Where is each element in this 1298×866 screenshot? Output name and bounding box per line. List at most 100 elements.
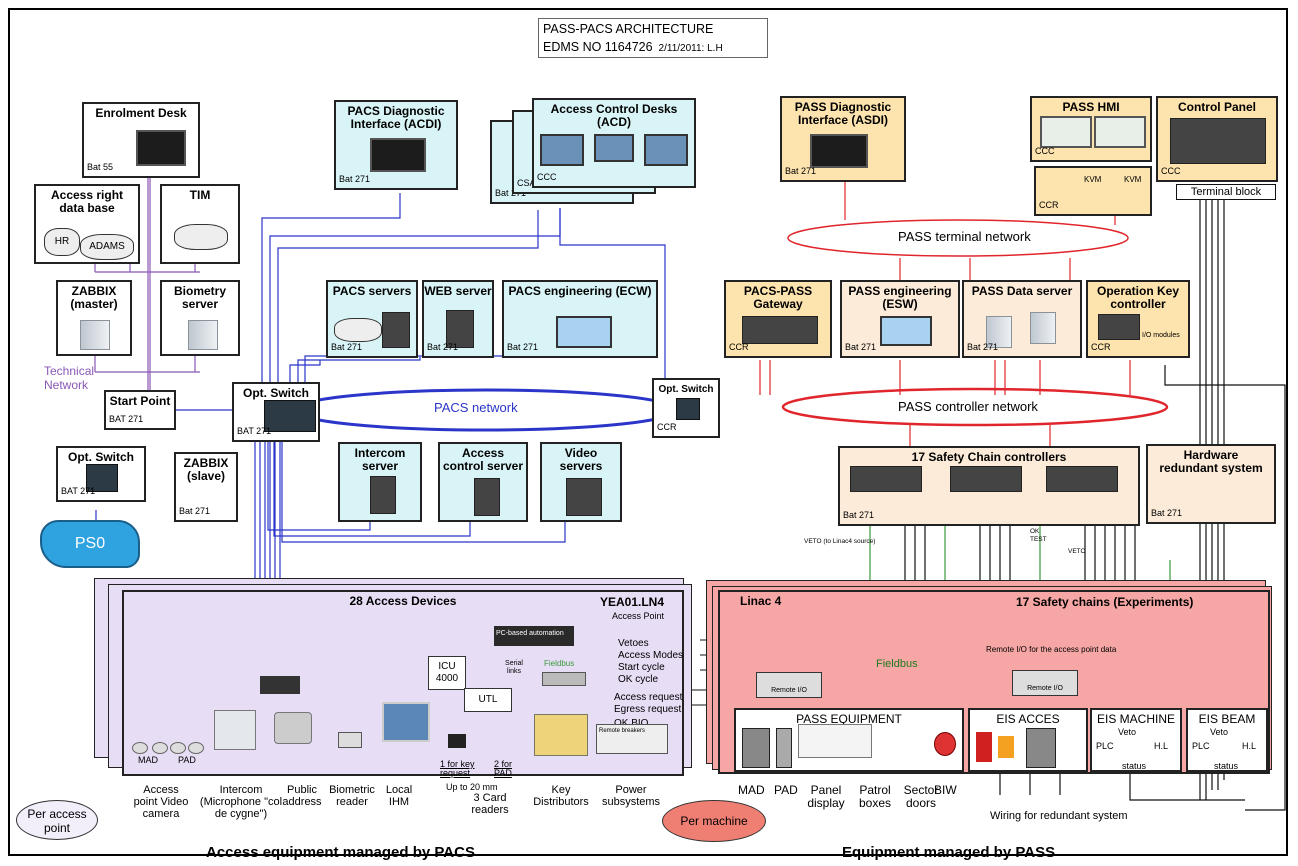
pass-diagnostic-box: PASS Diagnostic Interface (ASDI) Bat 271 — [780, 96, 906, 182]
terminal-block-label: Terminal block — [1176, 184, 1276, 200]
biometry-server-box: Biometry server — [160, 280, 240, 356]
building-tag: Bat 271 — [843, 510, 875, 520]
eis-acces-title: EIS ACCES — [996, 712, 1060, 726]
ccr-tag: CCR — [1039, 200, 1059, 210]
intercom-server-title: Intercom server — [354, 446, 406, 473]
video-servers-box: Video servers — [540, 442, 622, 522]
icu-controller: ICU 4000 — [428, 656, 466, 690]
pass-engineering-box: PASS engineering (ESW) Bat 271 — [840, 280, 960, 358]
loudspeaker-icon — [274, 712, 312, 744]
hr-database-icon: HR — [44, 228, 80, 256]
hl-label: H.L — [1242, 741, 1257, 751]
ccr-tag: CCR — [1091, 342, 1111, 352]
biometry-server-title: Biometry server — [173, 284, 226, 311]
plc-label: PLC — [1192, 741, 1210, 751]
footer-right: Equipment managed by PASS — [842, 844, 1056, 861]
eis-machine-box: EIS MACHINE Veto PLC H.L status — [1090, 708, 1182, 772]
hardware-redundant-title: Hardware redundant system — [1159, 448, 1263, 475]
remote-breakers-label: Remote breakers — [599, 728, 646, 734]
veto-linac-label: VETO (to Linac4 source) — [804, 538, 876, 545]
plc-icon — [742, 316, 818, 344]
yea-label: YEA01.LN4 — [600, 595, 665, 609]
pacs-network-label: PACS network — [434, 400, 518, 415]
ccc-tag: CCC — [537, 172, 557, 182]
opt-switch-left-box: Opt. Switch BAT 271 — [56, 446, 146, 502]
wiring-label: Wiring for redundant system — [990, 810, 1128, 822]
pass-terminal-network-label: PASS terminal network — [898, 229, 1031, 244]
touchscreen-icon — [382, 702, 430, 742]
pad-label: PAD — [774, 783, 798, 797]
fieldbus-right-label: Fieldbus — [876, 658, 918, 670]
intercom-device-icon — [214, 710, 256, 750]
diagram-title: PASS-PACS ARCHITECTURE — [543, 22, 714, 36]
status-label: status — [1122, 761, 1147, 771]
pad-icon — [776, 728, 792, 768]
footer-left: Access equipment managed by PACS — [206, 844, 475, 861]
ok-test-label: OK TEST — [1030, 528, 1047, 543]
building-tag: BAT 271 — [61, 486, 96, 496]
server-icon — [986, 316, 1012, 348]
remote-io-ap-label: Remote I/O for the access point data — [986, 645, 1117, 654]
plc-label: PLC — [1096, 741, 1114, 751]
rack-icon — [474, 478, 500, 516]
local-ihm-label: Local IHM — [385, 784, 413, 808]
mad-label: MAD — [138, 755, 158, 765]
opt-switch-ccr-title: Opt. Switch — [658, 384, 714, 395]
vetoes-label: Vetoes — [618, 638, 649, 649]
kvm-label: KVM — [1084, 175, 1102, 184]
pacs-servers-box: PACS servers Bat 271 — [326, 280, 418, 358]
serial-links-label: Serial links — [505, 660, 523, 675]
power-subsystems-label: Power subsystems — [601, 784, 661, 808]
plc-icon — [1098, 314, 1140, 340]
plc-icon — [950, 466, 1022, 492]
building-tag: Bat 271 — [427, 342, 459, 352]
building-tag: Bat 271 — [331, 342, 363, 352]
opt-switch-main-box: Opt. Switch BAT 271 — [232, 382, 320, 442]
eis-acces-box: EIS ACCES — [968, 708, 1088, 772]
screen-icon — [540, 134, 584, 166]
building-tag: Bat 271 — [845, 342, 877, 352]
safety-chains-title: 17 Safety chains (Experiments) — [1016, 595, 1194, 609]
rack-icon — [382, 312, 410, 348]
pad-request-label: 2 for PAD — [494, 759, 513, 778]
diagram-frame — [8, 8, 1288, 856]
server-icon — [1030, 312, 1056, 344]
building-tag: Bat 271 — [179, 506, 211, 516]
screen-icon — [644, 134, 688, 166]
access-point-label: Access Point — [612, 611, 665, 621]
access-request-label: Access request — [614, 692, 683, 703]
video-camera-icons — [132, 742, 204, 754]
screen-icon — [1094, 116, 1146, 148]
per-machine-bubble: Per machine — [662, 800, 766, 842]
technical-network-label: Technical Network — [44, 364, 95, 392]
pacs-engineering-box: PACS engineering (ECW) Bat 271 — [502, 280, 658, 358]
pad-label: PAD — [178, 755, 196, 765]
safety-chain-title: 17 Safety Chain controllers — [911, 450, 1067, 464]
access-right-db-title: Access right data base — [50, 188, 124, 215]
key-icon — [998, 736, 1014, 758]
access-modes-label: Access Modes — [618, 650, 684, 661]
pacs-diagnostic-box: PACS Diagnostic Interface (ACDI) Bat 271 — [334, 100, 458, 190]
pacs-pass-gateway-box: PACS-PASS Gateway CCR — [724, 280, 832, 358]
patrol-boxes-label: Patrol boxes — [858, 783, 892, 810]
computer-icon — [370, 138, 426, 172]
key-distributor-icon — [534, 714, 588, 756]
acd-title: Access Control Desks (ACD) — [550, 102, 678, 129]
pc-automation-icon — [494, 626, 574, 646]
key-request-label: 1 for key request — [440, 759, 475, 778]
start-point-box: Start Point BAT 271 — [104, 390, 176, 430]
laptop-icon — [880, 316, 932, 346]
plc-icon — [850, 466, 922, 492]
veto-label: Veto — [1210, 727, 1229, 737]
building-tag: Bat 271 — [785, 166, 817, 176]
pass-diagnostic-title: PASS Diagnostic Interface (ASDI) — [794, 100, 892, 127]
building-tag: Bat 271 — [495, 188, 527, 198]
intercom-server-box: Intercom server — [338, 442, 422, 522]
building-tag: BAT 271 — [109, 414, 144, 424]
control-panel-box: Control Panel CCC — [1156, 96, 1278, 182]
kvm-label: KVM — [1124, 175, 1142, 184]
pass-hmi-title: PASS HMI — [1062, 100, 1120, 114]
pass-equipment-title: PASS EQUIPMENT — [796, 712, 902, 726]
card-readers-label: 3 Card readers — [471, 792, 509, 816]
